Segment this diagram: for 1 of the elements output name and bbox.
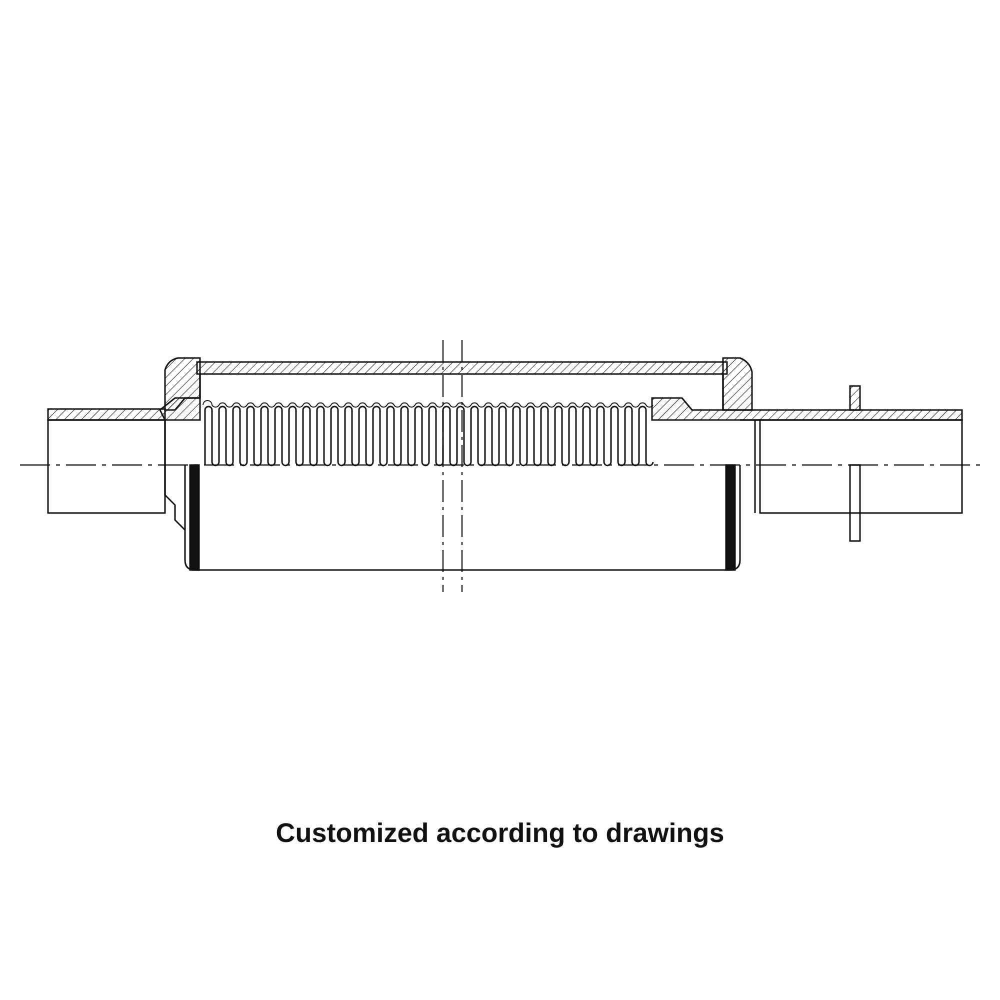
caption: Customized according to drawings bbox=[274, 818, 726, 849]
